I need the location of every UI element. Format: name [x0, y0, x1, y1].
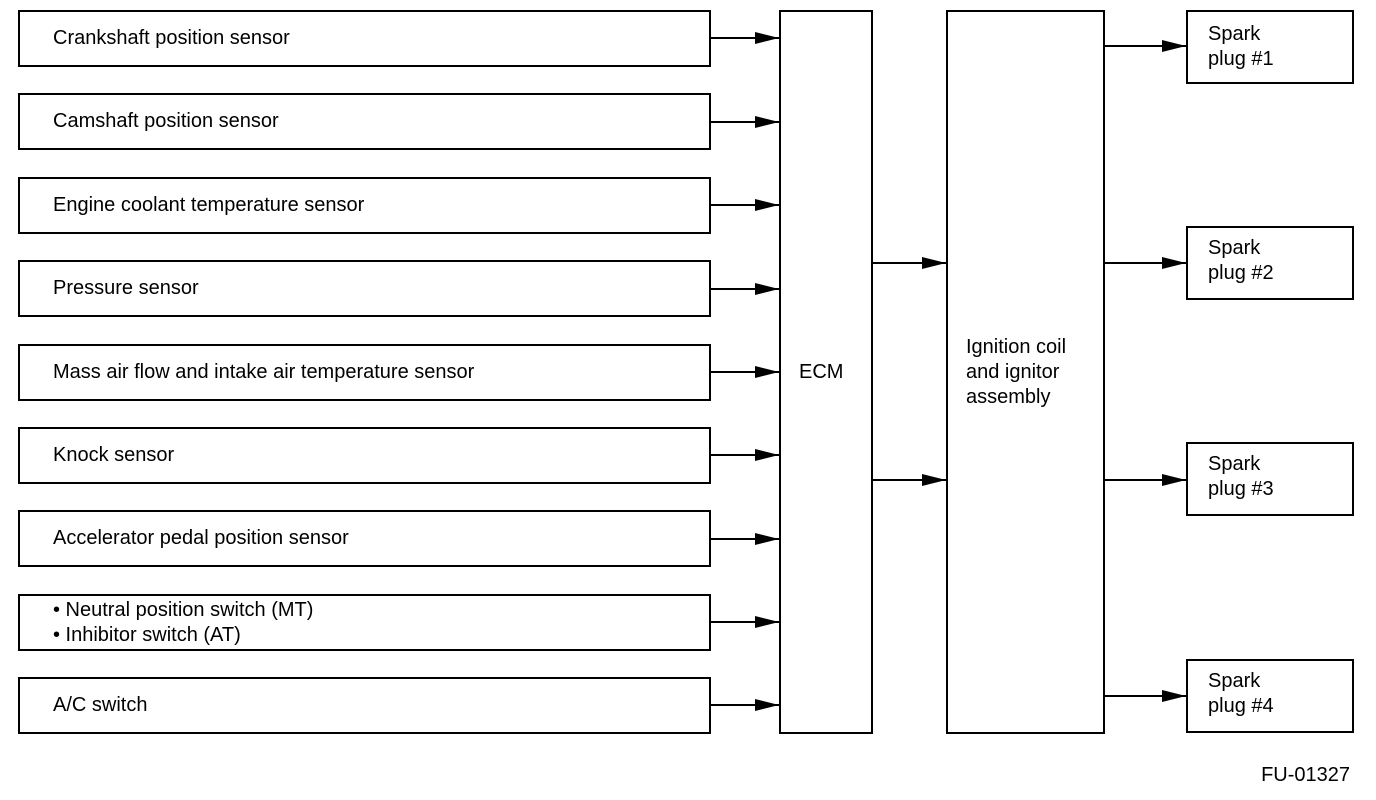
input-label-line: Knock sensor — [53, 444, 175, 466]
output-label-line: plug #1 — [1208, 48, 1274, 70]
ignition-label-line: assembly — [966, 386, 1051, 408]
input-label: Pressure sensor — [53, 276, 199, 301]
input-box-neutral-inhibitor: • Neutral position switch (MT) • Inhibit… — [18, 594, 711, 651]
input-box-accelerator: Accelerator pedal position sensor — [18, 510, 711, 567]
input-label-line: • Inhibitor switch (AT) — [53, 624, 241, 646]
output-label: Spark plug #2 — [1208, 236, 1274, 286]
input-label-line: Engine coolant temperature sensor — [53, 194, 365, 216]
input-label: Camshaft position sensor — [53, 109, 279, 134]
output-label-line: plug #2 — [1208, 262, 1274, 284]
output-label: Spark plug #4 — [1208, 669, 1274, 719]
input-box-maf-iat: Mass air flow and intake air temperature… — [18, 344, 711, 401]
input-label-line: Camshaft position sensor — [53, 110, 279, 132]
input-box-crankshaft: Crankshaft position sensor — [18, 10, 711, 67]
output-label-line: Spark — [1208, 23, 1261, 45]
ignition-assembly-box: Ignition coil and ignitor assembly — [946, 10, 1105, 734]
input-label-line: Accelerator pedal position sensor — [53, 527, 349, 549]
output-box-spark-plug-3: Spark plug #3 — [1186, 442, 1354, 516]
input-label: Mass air flow and intake air temperature… — [53, 360, 474, 385]
ignition-assembly-label: Ignition coil and ignitor assembly — [966, 335, 1066, 410]
input-box-coolant-temp: Engine coolant temperature sensor — [18, 177, 711, 234]
output-label-line: Spark — [1208, 237, 1261, 259]
input-label: Crankshaft position sensor — [53, 26, 290, 51]
input-box-camshaft: Camshaft position sensor — [18, 93, 711, 150]
output-label: Spark plug #1 — [1208, 22, 1274, 72]
input-label: A/C switch — [53, 693, 147, 718]
ecm-box: ECM — [779, 10, 873, 734]
output-label-line: Spark — [1208, 670, 1261, 692]
input-label: Knock sensor — [53, 443, 174, 468]
output-box-spark-plug-2: Spark plug #2 — [1186, 226, 1354, 300]
output-label: Spark plug #3 — [1208, 452, 1274, 502]
ignition-label-line: and ignitor — [966, 361, 1060, 383]
input-box-ac-switch: A/C switch — [18, 677, 711, 734]
output-label-line: plug #3 — [1208, 478, 1274, 500]
input-label-line: Pressure sensor — [53, 277, 199, 299]
figure-reference: FU-01327 — [1261, 764, 1350, 786]
input-label-line: • Neutral position switch (MT) — [53, 599, 314, 621]
input-label: Accelerator pedal position sensor — [53, 526, 349, 551]
input-label-line: A/C switch — [53, 694, 148, 716]
input-label: Engine coolant temperature sensor — [53, 193, 364, 218]
input-label-line: Crankshaft position sensor — [53, 27, 290, 49]
input-box-knock: Knock sensor — [18, 427, 711, 484]
output-box-spark-plug-4: Spark plug #4 — [1186, 659, 1354, 733]
input-label: • Neutral position switch (MT) • Inhibit… — [53, 598, 313, 648]
input-box-pressure: Pressure sensor — [18, 260, 711, 317]
output-label-line: plug #4 — [1208, 695, 1274, 717]
input-label-line: Mass air flow and intake air temperature… — [53, 361, 475, 383]
ecm-label: ECM — [799, 361, 844, 383]
output-label-line: Spark — [1208, 453, 1261, 475]
output-box-spark-plug-1: Spark plug #1 — [1186, 10, 1354, 84]
ignition-label-line: Ignition coil — [966, 336, 1067, 358]
